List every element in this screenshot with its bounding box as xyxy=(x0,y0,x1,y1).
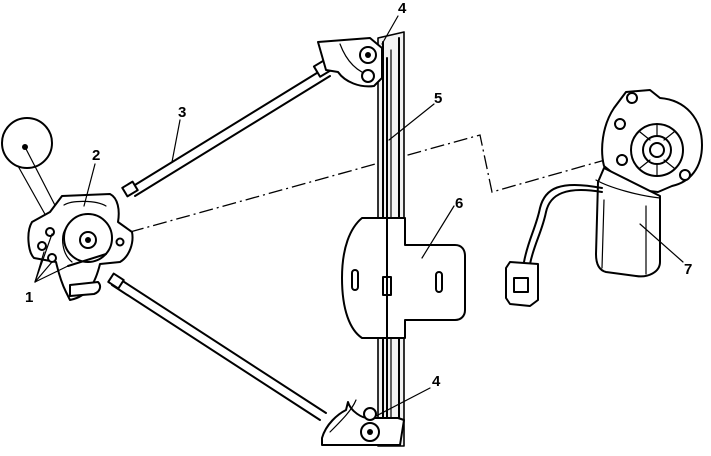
drive-pulley xyxy=(1,117,61,217)
callout-5: 5 xyxy=(434,90,442,107)
top-slider-bracket xyxy=(317,37,383,88)
motor-connector xyxy=(505,183,603,307)
bottom-slider-bracket xyxy=(321,399,405,446)
callout-6: 6 xyxy=(455,195,463,212)
callout-1: 1 xyxy=(25,289,33,306)
glass-carrier-plate xyxy=(341,217,466,339)
drive-axis-line xyxy=(129,134,613,233)
drive-motor xyxy=(595,89,703,278)
callout-4-bottom: 4 xyxy=(432,373,441,390)
upper-arm xyxy=(121,58,334,198)
callout-7: 7 xyxy=(684,261,692,278)
callout-4-top: 4 xyxy=(398,0,407,17)
callout-3: 3 xyxy=(178,104,186,121)
lower-arm xyxy=(107,272,327,421)
callout-2: 2 xyxy=(92,147,100,164)
leader-lines xyxy=(34,15,684,417)
drive-mechanism xyxy=(27,193,134,301)
